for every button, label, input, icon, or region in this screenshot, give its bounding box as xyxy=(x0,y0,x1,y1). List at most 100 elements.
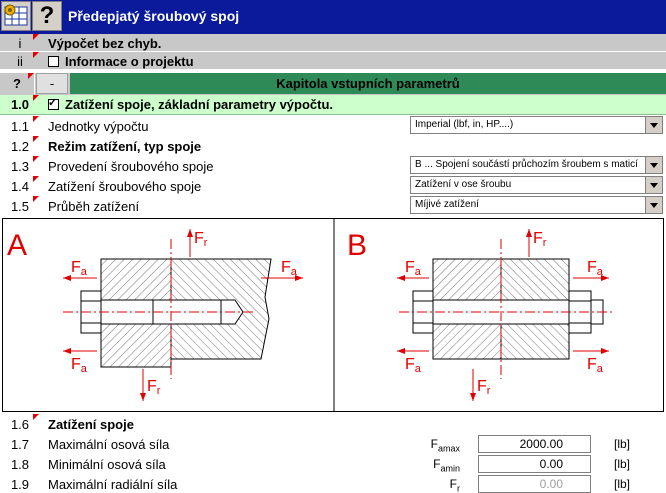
param-label: Provedení šroubového spoje xyxy=(48,159,214,174)
subsection-label: Zatížení spoje xyxy=(48,417,134,432)
row-number: ii xyxy=(17,54,23,69)
min-axial-force-input[interactable]: 0.00 xyxy=(478,455,591,473)
fr-label: F xyxy=(194,230,204,247)
variant-b-label: B xyxy=(347,229,367,262)
select-value: B ... Spojení součástí průchozím šroubem… xyxy=(415,159,638,170)
row-number: 1.7 xyxy=(10,437,30,452)
load-course-select[interactable]: Míjivé zatížení xyxy=(410,196,663,214)
fa-label: F xyxy=(71,259,81,276)
section-checkbox[interactable]: ✓ xyxy=(48,97,59,111)
max-axial-force-input[interactable]: 2000.00 xyxy=(478,435,591,453)
chevron-down-icon[interactable] xyxy=(645,197,662,213)
symbol-subscript: amin xyxy=(440,463,460,474)
fr-subscript: r xyxy=(487,385,491,397)
chevron-down-icon[interactable] xyxy=(645,117,662,133)
fr-subscript: r xyxy=(157,385,161,397)
comment-marker-icon xyxy=(33,34,39,40)
fa-subscript: a xyxy=(81,266,88,278)
symbol-subscript: amax xyxy=(437,443,460,454)
param-symbol: Fr xyxy=(450,477,460,493)
param-symbol: Famax xyxy=(431,437,460,453)
fr-label: F xyxy=(533,230,543,247)
symbol-letter: F xyxy=(449,477,457,491)
variant-a-drawing: A Fa Fa Fa Fr Fr xyxy=(7,229,303,401)
svg-text:Fa: Fa xyxy=(587,356,604,375)
fa-label: F xyxy=(587,259,597,276)
radial-force-input[interactable]: 0.00 xyxy=(478,475,591,493)
units-select[interactable]: Imperial (lbf, in, HP....) xyxy=(410,116,663,134)
param-row: 1.3 Provedení šroubového spoje B ... Spo… xyxy=(0,156,666,176)
project-checkbox[interactable] xyxy=(48,56,59,68)
row-number: 1.2 xyxy=(10,139,30,154)
comment-marker-icon xyxy=(28,73,34,79)
comment-marker-icon xyxy=(33,95,39,101)
subsection-label: Režim zatížení, typ spoje xyxy=(48,139,202,154)
svg-text:Fa: Fa xyxy=(281,259,298,278)
param-label: Jednotky výpočtu xyxy=(48,119,149,134)
fa-subscript: a xyxy=(415,266,422,278)
load-type-select[interactable]: Zatížení v ose šroubu xyxy=(410,176,663,194)
section-header-row[interactable]: 1.0 ✓Zatížení spoje, základní parametry … xyxy=(0,95,666,115)
param-row: 1.8 Minimální osová síla Famin 0.00 [lb] xyxy=(0,454,666,474)
collapse-toggle-button[interactable]: - xyxy=(36,73,68,94)
comment-marker-icon xyxy=(33,136,39,142)
param-row: 1.2 Režim zatížení, typ spoje xyxy=(0,136,666,156)
param-row: 1.6 Zatížení spoje xyxy=(0,414,666,434)
chevron-down-icon[interactable] xyxy=(645,177,662,193)
param-row: 1.4 Zatížení šroubového spoje Zatížení v… xyxy=(0,176,666,196)
fa-subscript: a xyxy=(597,363,604,375)
param-row: 1.9 Maximální radiální síla Fr 0.00 [lb] xyxy=(0,474,666,493)
svg-text:Fr: Fr xyxy=(194,230,208,249)
fr-label: F xyxy=(147,378,157,395)
status-row: i Výpočet bez chyb. xyxy=(0,34,666,52)
param-label: Minimální osová síla xyxy=(48,457,166,472)
svg-text:Fa: Fa xyxy=(587,259,604,278)
chapter-help-button[interactable]: ? xyxy=(0,73,35,94)
param-row: 1.1 Jednotky výpočtu Imperial (lbf, in, … xyxy=(0,116,666,136)
project-row[interactable]: ii Informace o projektu xyxy=(0,52,666,70)
row-number: 1.0 xyxy=(10,97,30,112)
project-label: Informace o projektu xyxy=(65,54,194,69)
question-mark-icon[interactable]: ? xyxy=(32,1,62,31)
param-label: Zatížení šroubového spoje xyxy=(48,179,202,194)
fa-subscript: a xyxy=(291,266,298,278)
fa-label: F xyxy=(405,259,415,276)
unit-label: [lb] xyxy=(614,457,631,471)
select-value: Míjivé zatížení xyxy=(415,199,479,210)
comment-marker-icon xyxy=(33,52,39,58)
row-number: 1.1 xyxy=(10,119,30,134)
comment-marker-icon xyxy=(33,156,39,162)
joint-type-select[interactable]: B ... Spojení součástí průchozím šroubem… xyxy=(410,156,663,174)
row-number: 1.3 xyxy=(10,159,30,174)
param-row: 1.5 Průběh zatížení Míjivé zatížení xyxy=(0,196,666,216)
row-number: 1.5 xyxy=(10,199,30,214)
window-title: Předepjatý šroubový spoj xyxy=(68,8,240,24)
select-value: Zatížení v ose šroubu xyxy=(415,179,512,190)
svg-text:Fr: Fr xyxy=(147,378,161,397)
fa-subscript: a xyxy=(415,363,422,375)
chapter-row: ? - Kapitola vstupních parametrů xyxy=(0,73,666,95)
symbol-letter: F xyxy=(433,457,441,471)
chapter-title: Kapitola vstupních parametrů xyxy=(70,73,666,94)
variant-a-label: A xyxy=(7,229,27,262)
fa-subscript: a xyxy=(597,266,604,278)
status-text: Výpočet bez chyb. xyxy=(48,36,162,51)
svg-text:Fa: Fa xyxy=(405,259,422,278)
param-label: Maximální radiální síla xyxy=(48,477,178,492)
param-row: 1.7 Maximální osová síla Famax 2000.00 [… xyxy=(0,434,666,454)
fa-label: F xyxy=(587,356,597,373)
calculator-grid-icon[interactable] xyxy=(1,1,31,31)
comment-marker-icon xyxy=(33,414,39,420)
svg-text:Fr: Fr xyxy=(477,378,491,397)
fa-subscript: a xyxy=(81,363,88,375)
unit-label: [lb] xyxy=(614,477,631,491)
fa-label: F xyxy=(405,356,415,373)
symbol-subscript: r xyxy=(457,483,460,493)
param-label: Průběh zatížení xyxy=(48,199,140,214)
svg-text:Fa: Fa xyxy=(405,356,422,375)
row-number: 1.6 xyxy=(10,417,30,432)
chevron-down-icon[interactable] xyxy=(645,157,662,173)
select-value: Imperial (lbf, in, HP....) xyxy=(415,119,514,130)
row-number: 1.9 xyxy=(10,477,30,492)
checkmark-icon: ✓ xyxy=(48,97,58,110)
